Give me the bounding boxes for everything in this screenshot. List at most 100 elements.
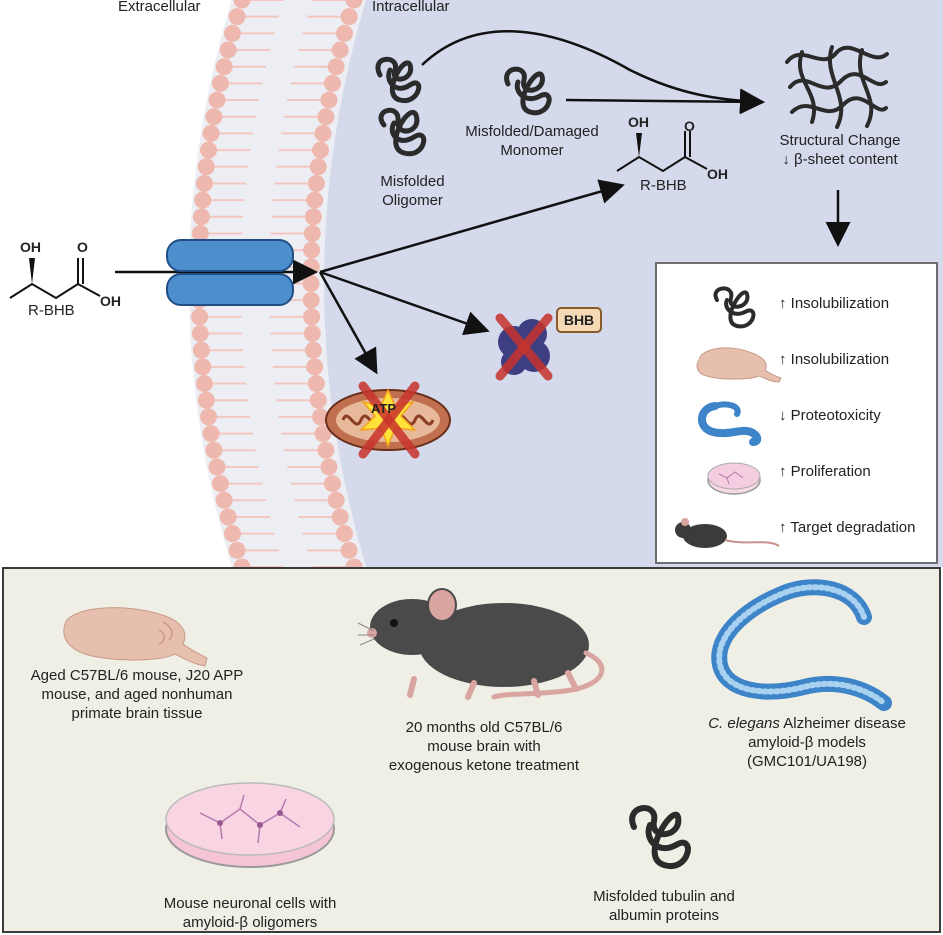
lipid-head [219,508,237,526]
bhb-outside-oh2-label: OH [100,293,121,309]
model-systems-panel: Aged C57BL/6 mouse, J20 APP mouse, and a… [2,567,941,933]
lipid-head [323,475,341,493]
pathway-arrows [115,30,851,375]
lipid-head [223,525,241,543]
lipid-head [205,441,223,459]
lipid-head [200,408,218,426]
bhb-inside-oh-label: OH [628,114,649,130]
lipid-head [306,358,324,376]
misfolded-oligomer-icon [375,56,427,157]
celegans-label: C. elegans Alzheimer disease amyloid-β m… [682,714,932,771]
lipid-head [202,124,220,142]
worm-icon [698,401,762,446]
summary-text: ↑ Insolubilization [779,351,890,368]
atp-label: ATP [371,401,397,416]
lipid-head [323,74,341,92]
lipid-head [320,458,338,476]
cell-membrane [0,0,366,576]
lipid-head [192,208,210,226]
lipid-head [194,191,212,209]
lipid-head [331,508,349,526]
mouse-brain-label: 20 months old C57BL/6 mouse brain with e… [388,719,580,774]
extracellular-label: Extracellular [118,0,201,15]
summary-text: ↑ Proliferation [779,463,871,480]
bhb-inside-o-label: O [684,118,695,134]
lipid-head [303,308,321,326]
summary-text: ↑ Target degradation [779,519,916,536]
lipid-head [219,41,237,59]
lipid-head [320,91,338,109]
lipid-head [191,224,209,242]
lipid-head [304,208,322,226]
petri-dish-neurons-icon [165,782,335,868]
lipid-head [327,58,345,76]
summary-row: ↑ Insolubilization [657,334,936,390]
brain-tissue-label: Aged C57BL/6 mouse, J20 APP mouse, and a… [30,667,244,722]
lipid-head [215,58,233,76]
lipid-head [223,24,241,42]
lipid-head [306,191,324,209]
transporter-icon [166,239,294,306]
lipid-head [314,425,332,443]
summary-panel: ↑ Insolubilization ↑ Insolubilization ↓ … [655,262,938,564]
lipid-head [309,158,327,176]
lipid-head [191,325,209,343]
brain-tissue-icon [63,607,208,667]
lipid-head [191,308,209,326]
lipid-head [345,0,363,9]
lipid-head [197,158,215,176]
lipid-head [205,108,223,126]
lipid-head [317,441,335,459]
bhb-tag: BHB [556,307,602,333]
summary-row: ↓ Proteotoxicity [657,390,936,446]
summary-row: ↑ Proliferation [657,446,936,502]
misfolded-protein-icon [629,805,691,870]
lipid-head [233,0,251,9]
inhibited-protein-icon [495,313,553,381]
lipid-head [228,8,246,26]
lipid-head [211,74,229,92]
bhb-inside-oh2-label: OH [707,166,728,182]
lipid-head [208,458,226,476]
lipid-head [304,341,322,359]
lipid-head [215,491,233,509]
lipid-head [208,91,226,109]
monomer-label: Misfolded/Damaged Monomer [465,123,599,159]
lipid-head [192,341,210,359]
neuronal-cells-label: Mouse neuronal cells with amyloid-β olig… [163,895,337,931]
summary-text: ↓ Proteotoxicity [779,407,881,424]
lipid-head [317,108,335,126]
summary-row: ↑ Target degradation [657,502,936,558]
structural-change-label: Structural Change [779,132,901,149]
c-elegans-icon [711,579,892,711]
lipid-head [309,391,327,409]
bhb-structure-outside-icon [9,258,101,300]
bhb-outside-oh-label: OH [20,239,41,255]
lipid-head [302,291,320,309]
summary-row: ↑ Insolubilization [657,278,936,334]
lipid-head [303,325,321,343]
celegans-rest: Alzheimer disease amyloid-β models (GMC1… [746,715,906,770]
bhb-structure-inside-icon [616,131,708,173]
lipid-head [195,375,213,393]
lipid-head [327,491,345,509]
mitochondrion-icon [325,381,451,459]
misfolded-proteins-label: Misfolded tubulin and albumin proteins [593,888,735,924]
celegans-italic-name: C. elegans [708,715,780,732]
lipid-head [335,24,353,42]
brain-icon [696,347,782,383]
lipid-head [197,391,215,409]
bhb-outside-name: R-BHB [28,302,75,319]
protein-tangle-icon [713,286,756,329]
bhb-outside-o-label: O [77,239,88,255]
lipid-head [307,174,325,192]
intracellular-label: Intracellular [372,0,450,15]
bhb-inside-name: R-BHB [640,177,687,194]
lipid-head [194,358,212,376]
lipid-head [335,525,353,543]
lipid-head [312,141,330,159]
petri-dish-icon [707,462,761,495]
misfolded-monomer-icon [504,66,552,116]
lipid-head [312,408,330,426]
